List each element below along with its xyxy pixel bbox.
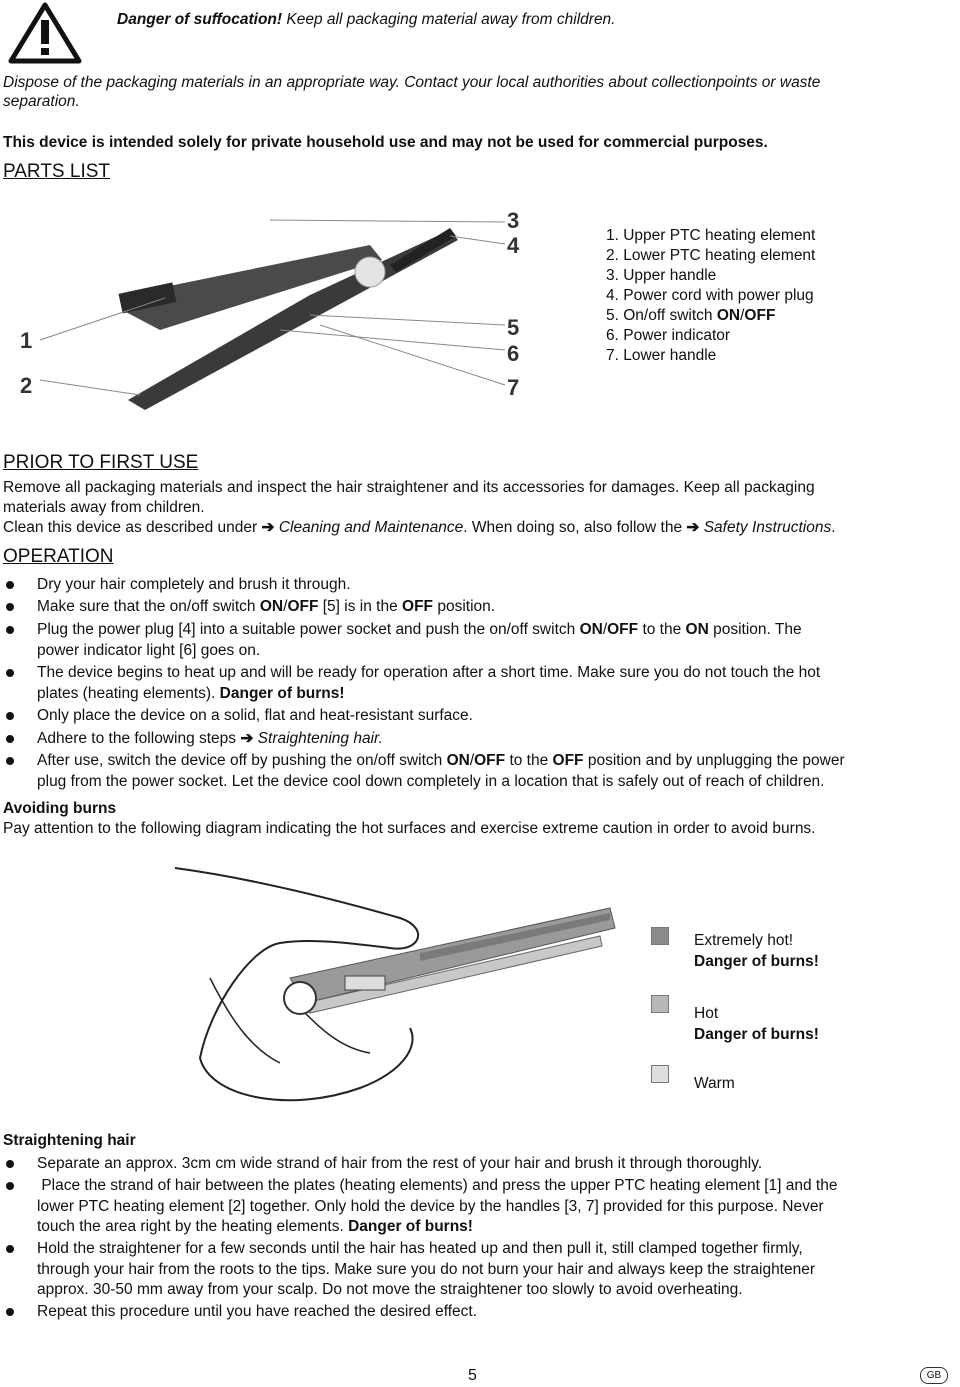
- country-badge: GB: [920, 1367, 948, 1384]
- figure-number-6: 6: [507, 341, 520, 366]
- parts-item: 6. Power indicator: [606, 327, 731, 344]
- avoiding-burns-heading: Avoiding burns: [3, 800, 117, 817]
- legend-swatch-extreme: [651, 927, 669, 945]
- dispose-line-1: Dispose of the packaging materials in an…: [3, 74, 821, 91]
- figure-number-4: 4: [507, 233, 520, 258]
- page-number: 5: [468, 1367, 477, 1384]
- straightening-step-3: Hold the straightener for a few seconds …: [37, 1240, 816, 1298]
- legend-swatch-hot: [651, 995, 669, 1013]
- operation-step-7: After use, switch the device off by push…: [37, 752, 845, 790]
- parts-item: 5. On/off switch ON/OFF: [606, 307, 776, 324]
- bullet-icon: [6, 581, 14, 589]
- prior-heading: PRIOR TO FIRST USE: [3, 452, 199, 473]
- bullet-icon: [6, 757, 14, 765]
- straightening-heading: Straightening hair: [3, 1132, 136, 1149]
- dispose-line-2: separation.: [3, 93, 80, 110]
- legend-extreme-label: Extremely hot! Danger of burns!: [694, 932, 819, 970]
- bullet-icon: [6, 1182, 14, 1190]
- hair-straightener-figure: [39, 219, 506, 410]
- figure-number-3: 3: [507, 208, 520, 233]
- figure-number-1: 1: [20, 328, 33, 353]
- arrow-icon: ➔: [261, 519, 275, 536]
- burns-diagram-figure: [174, 867, 616, 1102]
- operation-heading: OPERATION: [3, 546, 114, 567]
- arrow-icon: ➔: [240, 730, 254, 747]
- bullet-icon: [6, 669, 14, 677]
- prior-paragraph-1a: Remove all packaging materials and inspe…: [3, 479, 815, 496]
- straightening-step-4: Repeat this procedure until you have rea…: [37, 1303, 478, 1320]
- bullet-icon: [6, 1308, 14, 1316]
- private-use-notice: This device is intended solely for priva…: [3, 134, 768, 151]
- figure-number-5: 5: [507, 315, 520, 340]
- figure-number-2: 2: [20, 373, 33, 398]
- bullet-icon: [6, 735, 14, 743]
- parts-list-heading: PARTS LIST: [3, 161, 110, 182]
- operation-step-1: Dry your hair completely and brush it th…: [37, 576, 351, 593]
- warning-text: Danger of suffocation! Keep all packagin…: [117, 10, 616, 30]
- warning-message: Keep all packaging material away from ch…: [286, 11, 616, 28]
- parts-item: 2. Lower PTC heating element: [606, 247, 816, 264]
- operation-step-6: Adhere to the following steps ➔ Straight…: [37, 730, 383, 747]
- legend-warm-label: Warm: [694, 1075, 735, 1092]
- legend-swatch-warm: [651, 1065, 669, 1083]
- operation-step-5: Only place the device on a solid, flat a…: [37, 707, 473, 724]
- parts-item: 1. Upper PTC heating element: [606, 227, 816, 244]
- bullet-icon: [6, 1160, 14, 1168]
- operation-step-4: The device begins to heat up and will be…: [37, 664, 821, 702]
- arrow-icon: ➔: [686, 519, 700, 536]
- straightening-step-1: Separate an approx. 3cm cm wide strand o…: [37, 1155, 763, 1172]
- parts-item: 3. Upper handle: [606, 267, 717, 284]
- operation-step-2: Make sure that the on/off switch ON/OFF …: [37, 598, 496, 615]
- parts-item: 7. Lower handle: [606, 347, 717, 364]
- avoiding-burns-text: Pay attention to the following diagram i…: [3, 820, 816, 837]
- bullet-icon: [6, 626, 14, 634]
- figure-number-7: 7: [507, 375, 520, 400]
- parts-list: 1. Upper PTC heating element 2. Lower PT…: [606, 226, 815, 366]
- parts-item: 4. Power cord with power plug: [606, 287, 814, 304]
- warning-triangle-icon: [8, 2, 82, 64]
- operation-step-3: Plug the power plug [4] into a suitable …: [37, 621, 802, 659]
- prior-paragraph-1b: materials away from children.: [3, 499, 205, 516]
- danger-label: Danger of suffocation!: [117, 11, 283, 28]
- straightening-step-2: Place the strand of hair between the pla…: [37, 1177, 838, 1235]
- prior-paragraph-2: Clean this device as described under ➔ C…: [3, 519, 836, 536]
- bullet-icon: [6, 603, 14, 611]
- bullet-icon: [6, 712, 14, 720]
- bullet-icon: [6, 1245, 14, 1253]
- legend-hot-label: Hot Danger of burns!: [694, 1005, 819, 1043]
